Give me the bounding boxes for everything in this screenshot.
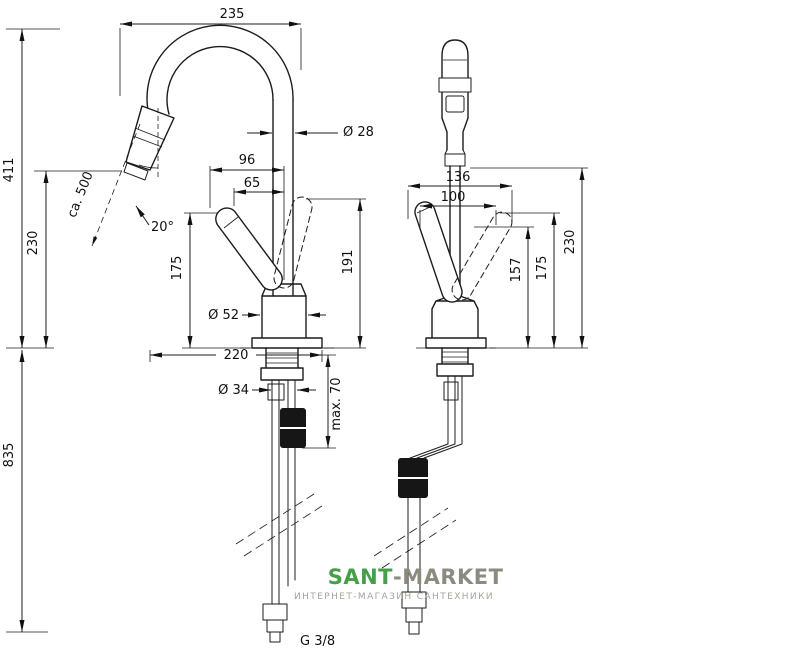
faucet-front-view (373, 39, 513, 635)
dim-connection-thread: G 3/8 (300, 634, 335, 649)
spout-arc-inner (166, 45, 274, 115)
dim-spout-tube-diameter: Ø 28 (343, 125, 374, 140)
hose-fitting (267, 383, 285, 401)
base-plate (251, 337, 323, 349)
dim-outlet-height: 230 (26, 231, 41, 256)
handle-lever-alt (273, 196, 313, 289)
dim-base-reach: 220 (224, 348, 249, 363)
hose-end-connector2 (266, 619, 284, 633)
body-front (431, 295, 479, 339)
dim-spray-angle: 20° (151, 220, 174, 235)
base-plate-front (425, 337, 487, 349)
spray-head (125, 105, 175, 171)
handle-knob-line (223, 216, 239, 229)
dim-handle-tip-height: 175 (170, 256, 185, 281)
dim-handle-max-height-front: 175 (535, 256, 550, 281)
dim-body-diameter: Ø 52 (208, 308, 239, 323)
supply-hoses (271, 379, 296, 615)
faucet-body (261, 295, 307, 339)
handle-lever-front (414, 201, 463, 303)
hose-end-tip (269, 631, 281, 643)
dim-max-counter-thickness: max. 70 (329, 377, 344, 430)
dim-total-height: 411 (2, 158, 17, 183)
hose-end-front-tip (408, 621, 420, 635)
dim-outlet-height-front: 230 (563, 230, 578, 255)
dim-handle-span-outer: 96 (239, 153, 256, 168)
mounting-nut-front (436, 363, 474, 377)
dim-handle-swing-inner: 100 (441, 190, 466, 205)
pullout-hose-front (407, 497, 421, 593)
shank-threads-front (442, 351, 468, 363)
dim-shank-diameter: Ø 34 (218, 383, 249, 398)
head-aerator-front (444, 149, 466, 167)
break-lines (235, 493, 323, 557)
head-button (445, 95, 465, 113)
faucet-side-view (123, 24, 334, 643)
watermark-subtitle: ИНТЕРНЕТ-МАГАЗИН САНТЕХНИКИ (294, 592, 494, 602)
dim-handle-height-front: 157 (509, 258, 524, 283)
break-lines-front (373, 507, 457, 569)
dimensions-front-view: 136 100 157 175 230 (407, 167, 588, 349)
dim-hose-below-deck: 835 (2, 443, 17, 468)
handle-lever-front-alt (451, 211, 513, 301)
dim-handle-swing-outer: 136 (446, 170, 471, 185)
hose-end-connector (262, 603, 288, 621)
watermark: SANT -MARKET ИНТЕРНЕТ-МАГАЗИН САНТЕХНИКИ (294, 565, 504, 602)
shank-front (441, 347, 469, 365)
hoses-front (409, 375, 463, 459)
shank-threads (266, 352, 298, 364)
hose-end-front2 (405, 607, 423, 623)
spout-arc-outer (146, 24, 294, 120)
spray-head-aerator (123, 162, 149, 181)
head-taper (441, 117, 469, 151)
hose-fitting-front (443, 381, 459, 401)
dimensions-side-view: 235 411 230 835 96 65 Ø 28 20° ca. 500 (2, 7, 374, 649)
dim-spout-reach-top: 235 (220, 7, 245, 22)
mounting-nut (260, 367, 304, 381)
spray-head-rings (132, 127, 166, 148)
head-grip-band (438, 77, 472, 93)
dim-handle-max-height: 191 (341, 250, 356, 275)
dim-handle-span-inner: 65 (244, 176, 261, 191)
watermark-brand-secondary: -MARKET (393, 565, 504, 589)
watermark-brand-primary: SANT (328, 565, 393, 589)
dim-pullout-hose-length: ca. 500 (65, 170, 97, 220)
handle-lever (215, 207, 283, 291)
